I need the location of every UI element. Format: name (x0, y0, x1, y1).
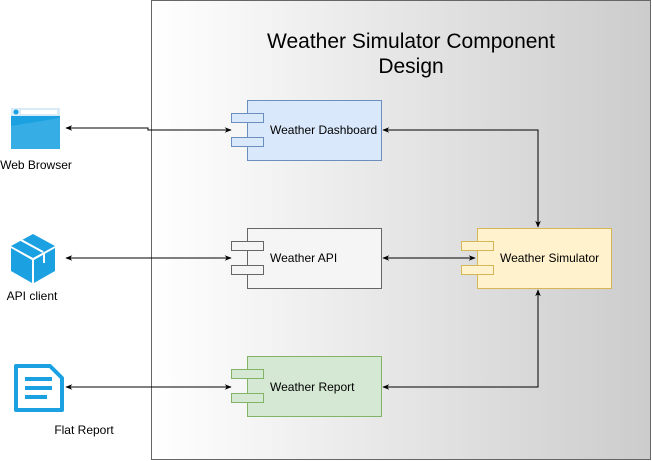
cube-icon (11, 234, 55, 283)
connector-dashboard-simulator (382, 127, 541, 228)
weather-api-label: Weather API (270, 251, 337, 265)
weather-dashboard-label: Weather Dashboard (270, 123, 377, 137)
browser-window-icon (11, 108, 60, 149)
weather-simulator-label: Weather Simulator (500, 251, 599, 265)
weather-api-component[interactable]: Weather API (231, 228, 382, 289)
diagram-title-line1: Weather Simulator Component (267, 30, 555, 53)
weather-simulator-component[interactable]: Weather Simulator (461, 228, 612, 289)
web-browser-label: Web Browser (0, 158, 72, 172)
api-client-label: API client (7, 289, 58, 303)
connector-browser-dashboard (65, 125, 232, 133)
connector-report-simulator (382, 289, 541, 390)
diagram-title-line2: Design (378, 55, 443, 78)
weather-report-component[interactable]: Weather Report (231, 356, 382, 417)
flat-report-label: Flat Report (54, 423, 114, 437)
document-icon (14, 364, 64, 412)
weather-report-label: Weather Report (270, 380, 355, 394)
weather-dashboard-component[interactable]: Weather Dashboard (231, 100, 382, 161)
